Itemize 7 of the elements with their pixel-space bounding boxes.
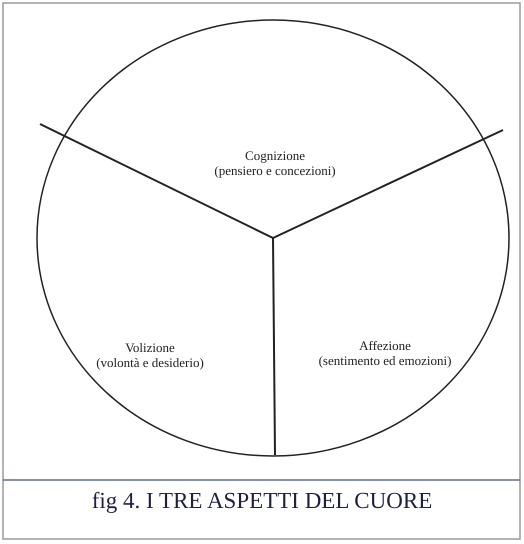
sector-description: (pensiero e concezioni): [213, 163, 337, 178]
sector-description: (sentimento ed emozioni): [318, 353, 452, 368]
figure-caption: fig 4. I TRE ASPETTI DEL CUORE: [90, 488, 434, 514]
sector-title: Affezione: [358, 338, 412, 353]
sector-title: Cognizione: [244, 148, 306, 163]
sector-title: Volizione: [124, 340, 176, 355]
sector-description: (volontà e desiderio): [95, 355, 205, 370]
